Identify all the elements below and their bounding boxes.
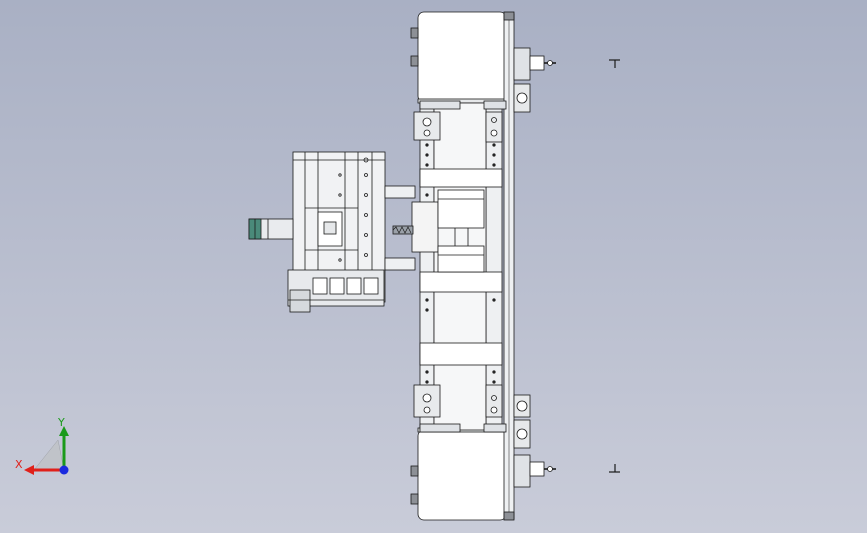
top-cover-box xyxy=(417,11,507,103)
bottom-cover-box xyxy=(417,429,507,521)
center-carriage xyxy=(411,201,439,253)
triad-base-wedge xyxy=(33,439,65,471)
mounting-holes xyxy=(425,143,496,384)
right-cylinder-assembly xyxy=(513,47,556,488)
link-beam-upper xyxy=(384,185,416,199)
cross-bar-2 xyxy=(419,271,503,293)
main-frame-assembly[interactable] xyxy=(410,11,515,521)
t-marker-bottom xyxy=(609,464,620,473)
t-marker-top xyxy=(609,59,620,68)
cross-bar-3 xyxy=(419,342,503,366)
coordinate-triad: Y X xyxy=(15,416,69,475)
side-module-assembly[interactable] xyxy=(287,151,416,313)
upper-right-bracket xyxy=(485,111,503,143)
side-motor xyxy=(248,218,294,240)
triad-x-label: X xyxy=(15,458,23,471)
triad-y-label: Y xyxy=(57,416,65,429)
lower-right-bracket xyxy=(485,384,503,418)
link-beam-lower xyxy=(384,257,416,271)
cross-bar-1 xyxy=(419,168,503,188)
